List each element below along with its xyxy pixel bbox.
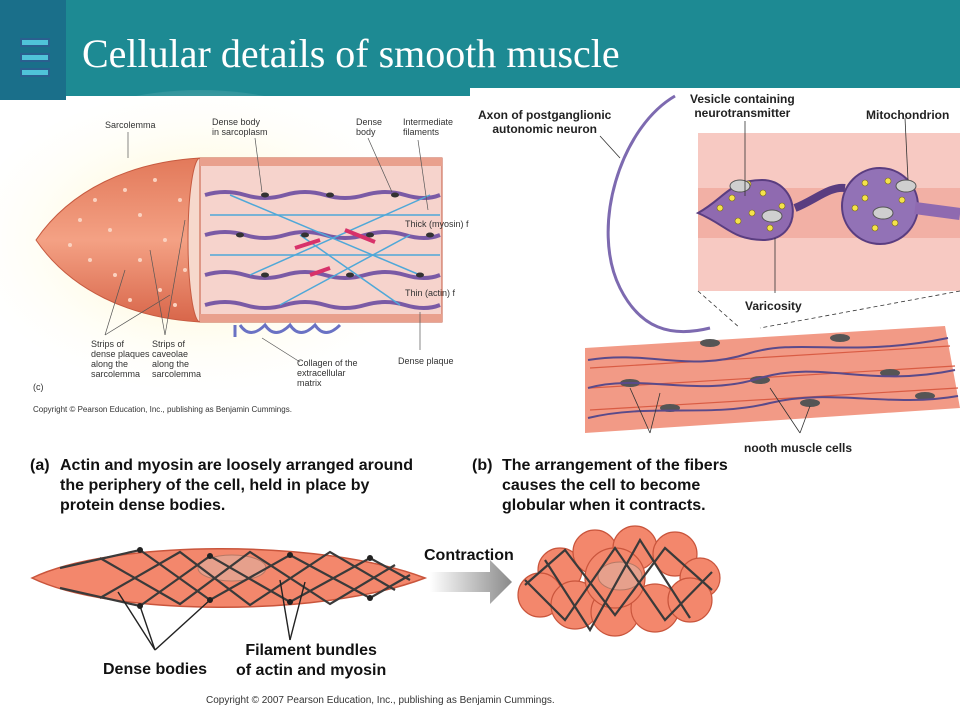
contraction-diagram <box>30 525 721 651</box>
caption-a-tag: (a) <box>30 457 50 474</box>
header-accent-block <box>0 0 66 100</box>
label-smooth-muscle-cells: nooth muscle cells <box>744 441 853 455</box>
caption-a-text: Actin and myosin are loosely arranged ar… <box>60 457 413 514</box>
label-mitochondrion: Mitochondrion <box>866 108 950 122</box>
cell-structure-diagram <box>0 90 443 390</box>
slide-header <box>0 0 960 96</box>
stack-logo-icon <box>20 38 50 84</box>
innervation-diagram <box>585 94 960 434</box>
footer-copyright: Copyright © 2007 Pearson Education, Inc.… <box>206 695 555 706</box>
label-sarcolemma: Sarcolemma <box>105 120 156 130</box>
figure-tag-c: (c) <box>33 382 44 392</box>
caption-b-tag: (b) <box>472 457 493 474</box>
slide-title: Cellular details of smooth muscle <box>82 31 620 76</box>
label-thin-actin: Thin (actin) f <box>405 288 456 298</box>
caption-a: (a) Actin and myosin are loosely arrange… <box>30 456 450 518</box>
copyright-c: Copyright © Pearson Education, Inc., pub… <box>33 405 292 414</box>
label-dense-plaque: Dense plaque <box>398 356 454 366</box>
header-cutout <box>470 88 960 100</box>
label-dense-bodies: Dense bodies <box>103 661 208 678</box>
label-contraction: Contraction <box>424 547 514 564</box>
label-thick-myosin: Thick (myosin) f <box>405 219 469 229</box>
label-varicosity: Varicosity <box>745 299 802 313</box>
